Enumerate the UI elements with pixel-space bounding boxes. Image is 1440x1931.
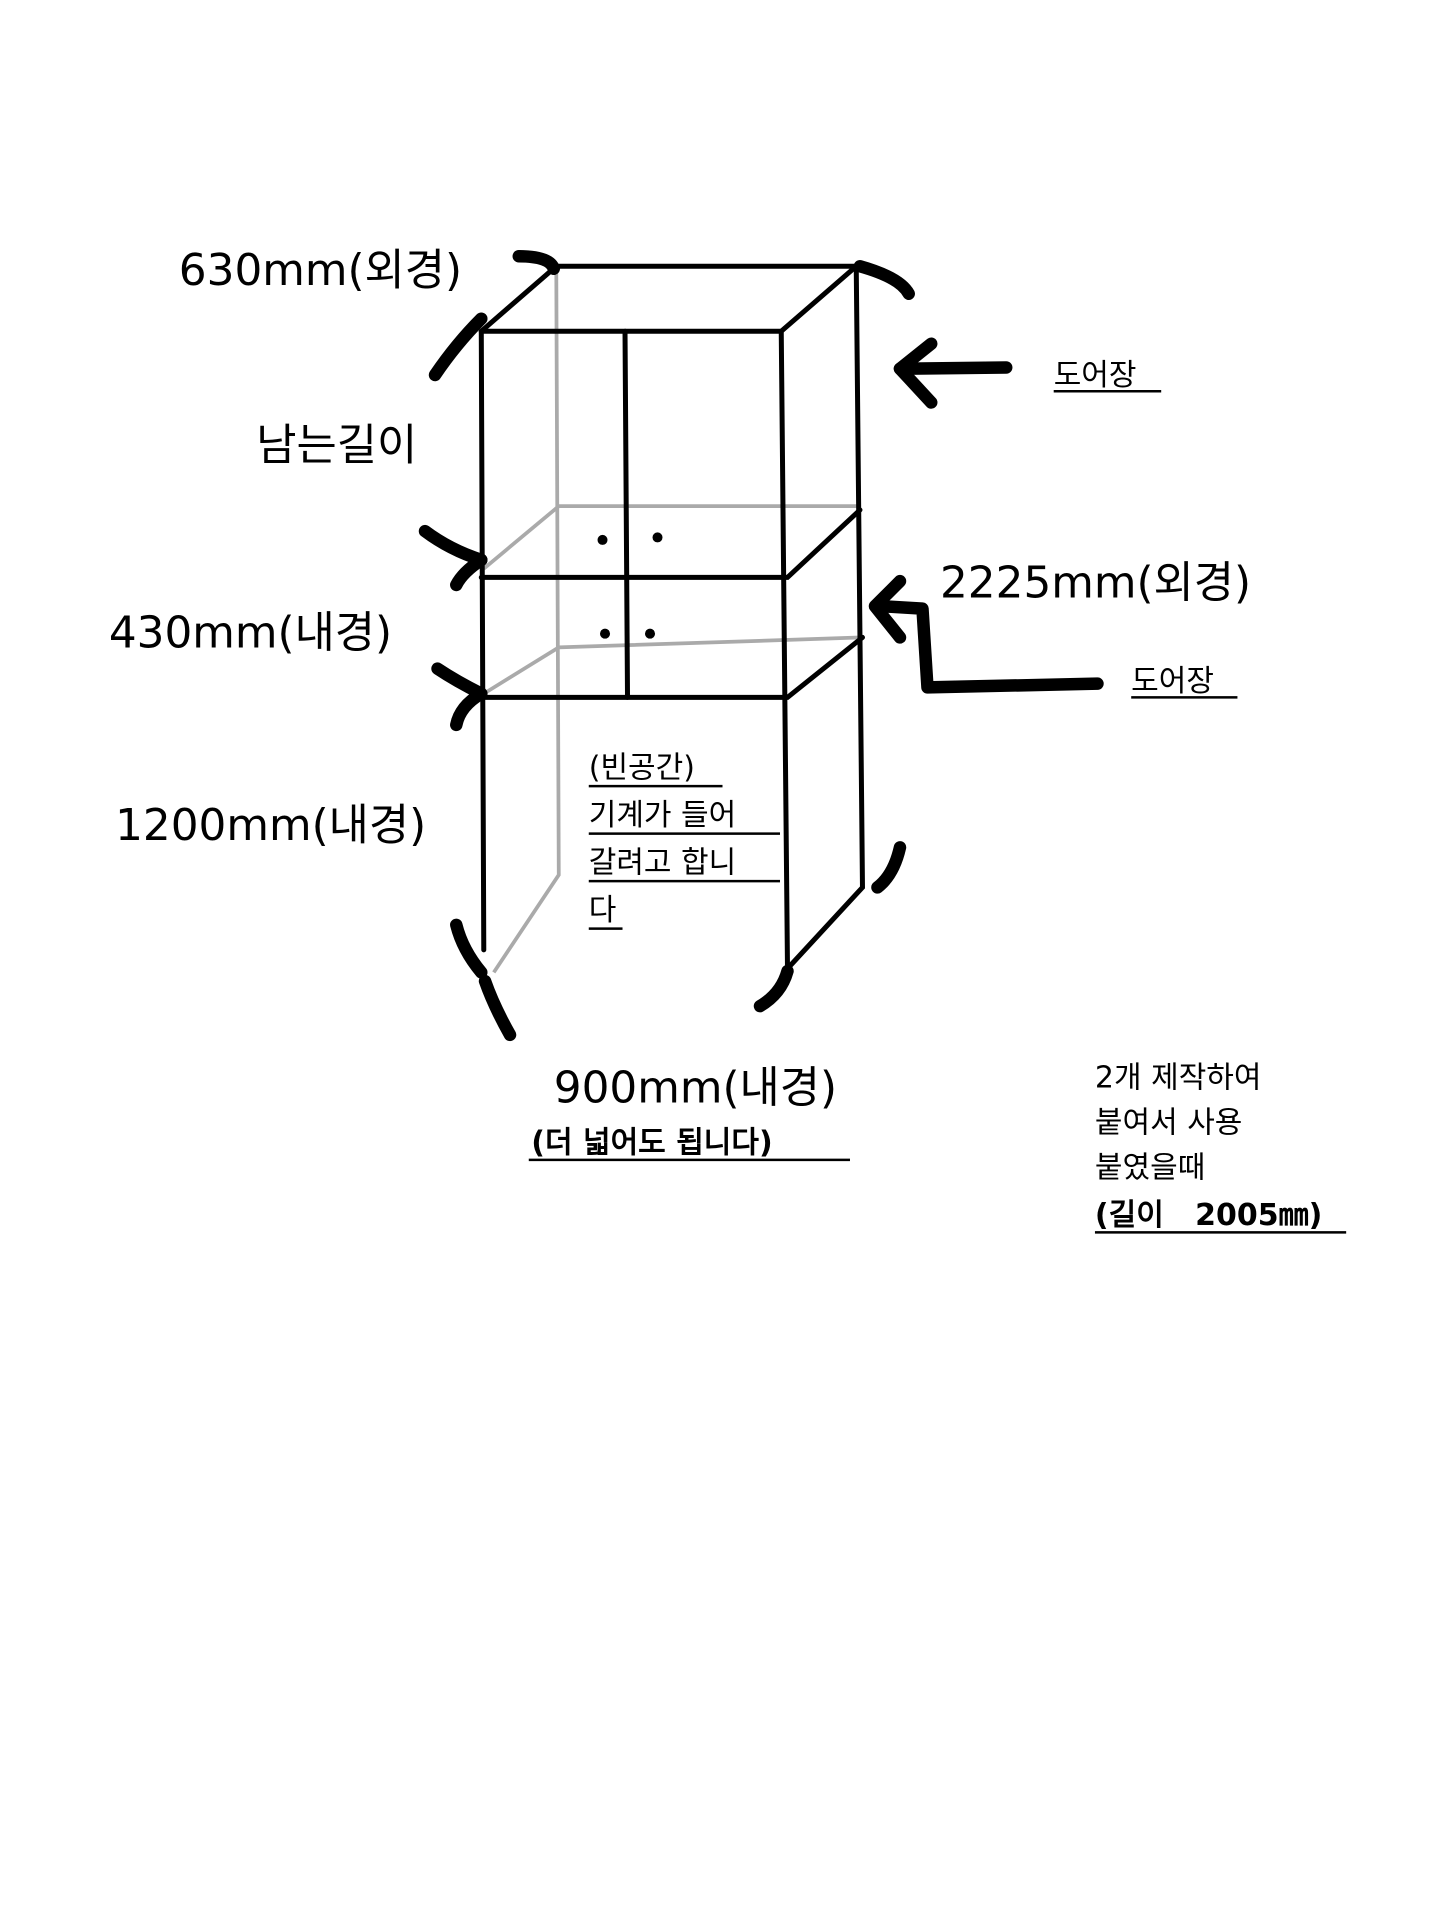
svg-text:붙여서 사용: 붙여서 사용 bbox=[1095, 1105, 1242, 1140]
svg-text:다: 다 bbox=[589, 893, 617, 928]
door-handles bbox=[597, 532, 663, 639]
door-cabinet-top-label: 도어장 bbox=[1054, 358, 1137, 393]
lower-height-label: 1200mm(내경) bbox=[115, 800, 426, 851]
production-note: 2개 제작하여 붙여서 사용 붙였을때 (길이 2005㎜) bbox=[1095, 1060, 1347, 1234]
total-height-label: 2225mm(외경) bbox=[940, 557, 1251, 608]
top-depth-label: 630mm(외경) bbox=[179, 245, 462, 296]
svg-text:(빈공간): (빈공간) bbox=[589, 750, 695, 785]
dimension-brackets bbox=[418, 249, 915, 1042]
remaining-length-label: 남는길이 bbox=[256, 420, 417, 471]
arrow-middle-door bbox=[868, 574, 1104, 694]
svg-text:(길이 2005㎜): (길이 2005㎜) bbox=[1095, 1198, 1322, 1233]
hidden-back-edges bbox=[482, 266, 863, 974]
svg-text:붙였을때: 붙였을때 bbox=[1095, 1150, 1205, 1185]
width-label: 900mm(내경) bbox=[554, 1062, 837, 1113]
middle-height-label: 430mm(내경) bbox=[109, 607, 392, 658]
svg-text:2개 제작하여: 2개 제작하여 bbox=[1095, 1060, 1262, 1095]
door-cabinet-middle-label: 도어장 bbox=[1131, 664, 1214, 699]
svg-text:갈려고 합니: 갈려고 합니 bbox=[589, 845, 736, 880]
arrow-top-door bbox=[893, 337, 1013, 409]
width-note: (더 넓어도 됩니다) bbox=[531, 1125, 772, 1160]
cabinet-outline bbox=[478, 263, 865, 972]
empty-space-note: (빈공간) 기계가 들어 갈려고 합니 다 bbox=[588, 750, 780, 930]
svg-text:기계가 들어: 기계가 들어 bbox=[589, 798, 736, 833]
